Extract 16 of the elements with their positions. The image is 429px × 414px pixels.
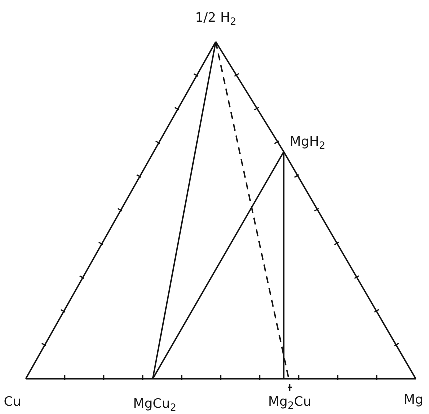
dashed-tie-line: [215, 42, 290, 380]
tie-line: [153, 378, 284, 380]
vertex-label: 1/2 H$_{2}$: [195, 12, 237, 28]
tie-line: [283, 152, 285, 379]
vertex-label: Cu: [4, 396, 22, 409]
vertex-label: Mg$_{2}$Cu: [268, 396, 312, 412]
vertex-label: MgH$_{2}$: [290, 136, 326, 152]
tie-line: [283, 152, 417, 380]
tie-line: [152, 42, 217, 380]
tie-line: [215, 42, 285, 152]
tie-line: [284, 378, 416, 380]
vertex-label: MgCu$_{2}$: [133, 398, 177, 414]
tie-line: [26, 378, 153, 380]
tie-line: [25, 42, 217, 380]
vertex-label: Mg: [404, 394, 424, 407]
tie-line: [152, 152, 285, 380]
